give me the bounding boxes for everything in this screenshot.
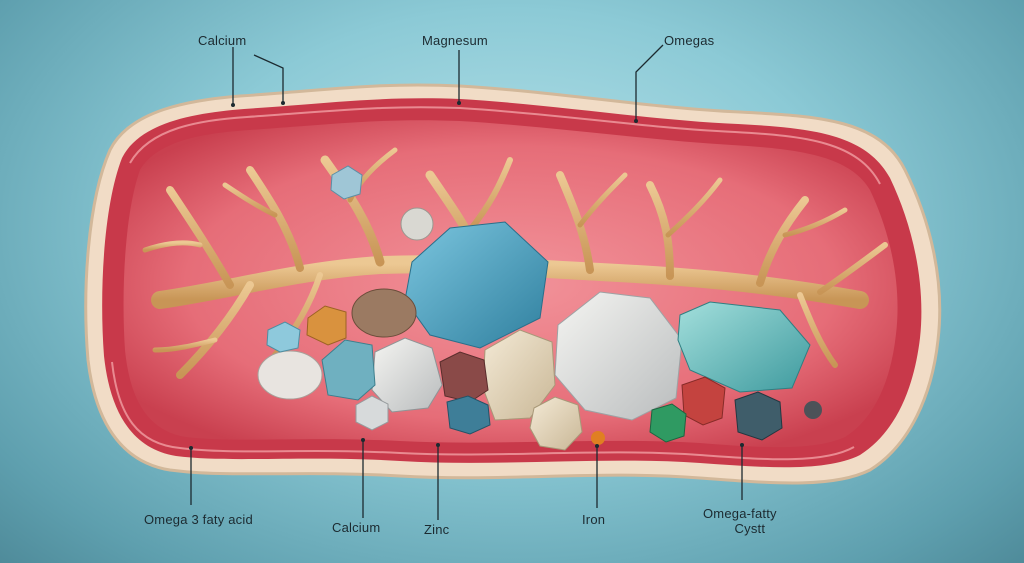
white-rough-mineral	[257, 350, 323, 400]
green-mineral	[649, 403, 687, 443]
gray-pebble	[400, 207, 434, 241]
cream-mineral	[482, 329, 556, 421]
leader-dots	[189, 101, 744, 450]
gray-mineral	[371, 337, 443, 413]
label-omega-fatty-line2: Cystt	[734, 521, 766, 536]
red-mineral	[681, 376, 726, 426]
small-gray-mineral	[355, 395, 389, 431]
blue-gray-mineral	[321, 339, 376, 401]
label-calcium-top: Calcium	[198, 33, 247, 48]
large-white-mineral	[554, 291, 683, 421]
label-calcium-bottom: Calcium	[332, 520, 381, 535]
teal-speckled-mineral	[677, 301, 811, 393]
label-omega-fatty-cyst: Omega-fatty Cystt	[703, 506, 777, 536]
label-iron: Iron	[582, 512, 606, 527]
layer-line	[129, 106, 881, 185]
label-zinc: Zinc	[424, 522, 450, 537]
speckled-red-mineral	[439, 351, 489, 403]
orange-pebble	[591, 431, 605, 445]
dark-blue-mineral	[446, 395, 491, 435]
label-omega-fatty-line1: Omega-fatty	[703, 506, 777, 521]
beige-mineral	[529, 396, 583, 451]
mineral-deposits	[257, 165, 822, 451]
label-magnesium: Magnesum	[422, 33, 488, 48]
brown-porous-mineral	[351, 288, 417, 338]
small-blue-mineral	[266, 321, 301, 353]
label-omega3-fatty-acid: Omega 3 faty acid	[144, 512, 253, 527]
dark-pebble	[804, 401, 822, 419]
leader-lines	[190, 44, 743, 520]
blue-pebble	[330, 165, 363, 200]
orange-mineral	[306, 305, 347, 346]
slate-mineral	[734, 391, 783, 441]
label-omegas: Omegas	[664, 33, 715, 48]
layer-line	[111, 361, 855, 461]
